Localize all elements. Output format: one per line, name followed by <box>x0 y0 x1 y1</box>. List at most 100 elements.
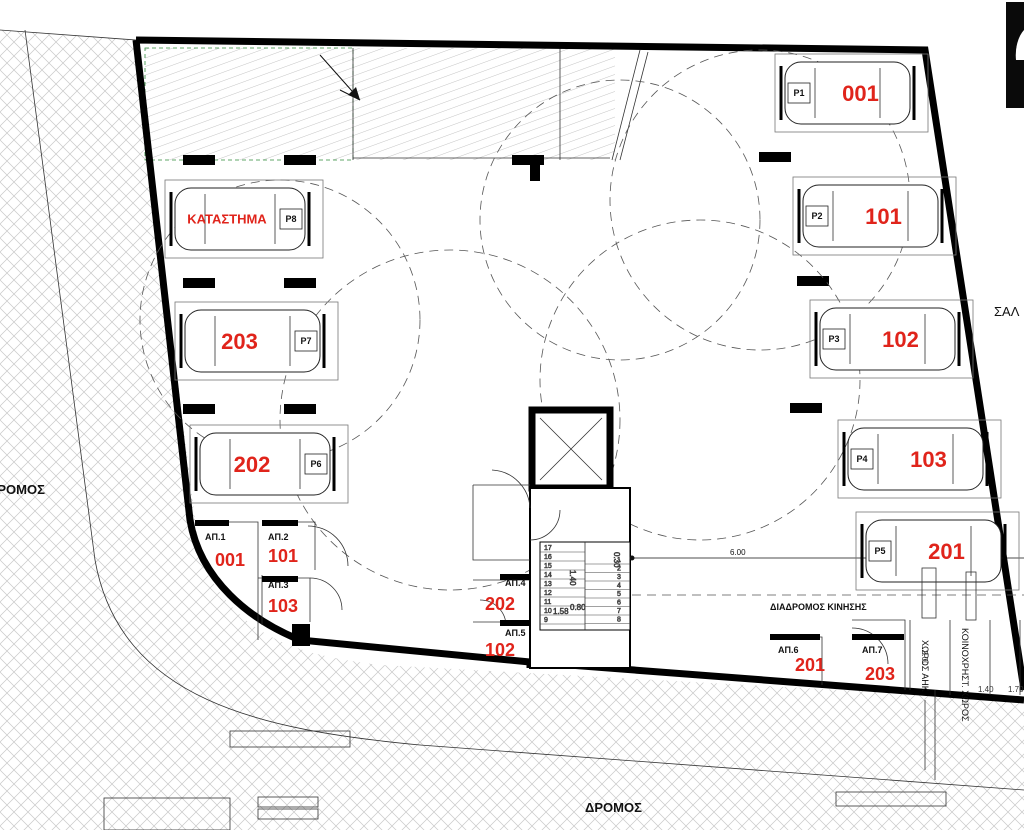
space-owner-label: 102 <box>882 327 919 352</box>
storage-owner-label: 001 <box>215 550 245 570</box>
ramp-area <box>145 48 615 160</box>
bay-marker <box>842 432 989 486</box>
car-windshield <box>877 434 954 484</box>
car-windshield <box>814 68 881 118</box>
parking-bay <box>774 53 929 133</box>
space-owner-label: 203 <box>221 329 258 354</box>
car-outline <box>802 184 939 248</box>
space-code-box <box>805 205 829 227</box>
bay-marker <box>779 66 916 120</box>
space-code: P4 <box>856 454 867 464</box>
bay-marker <box>169 192 311 246</box>
parking-bay <box>174 301 339 381</box>
space-code: P6 <box>310 459 321 469</box>
street-label-bottom: ΔΡΟΜΟΣ <box>585 800 642 815</box>
step-number: 5 <box>617 591 621 598</box>
parking-space: P3 102 <box>809 299 974 379</box>
storage-code: ΑΠ.4 <box>505 578 526 588</box>
storage-room: ΑΠ.4 202 <box>485 578 526 614</box>
parking-space: P7 203 <box>174 301 339 381</box>
step-number: 6 <box>617 600 621 607</box>
parking-space: P1 001 <box>774 53 929 133</box>
storage-owner-label: 203 <box>865 664 895 684</box>
aisle-dimension: 6.00 <box>730 548 746 557</box>
step-number: 9 <box>544 617 548 624</box>
space-owner-label: 101 <box>865 204 902 229</box>
storage-room: ΑΠ.1 001 <box>205 532 245 570</box>
road-element <box>835 791 947 807</box>
room-dimension: 1.70 <box>1008 685 1024 694</box>
space-owner-label: 001 <box>842 81 879 106</box>
parking-bay <box>855 511 1020 591</box>
space-code-box <box>304 453 328 475</box>
car-windshield <box>849 314 926 364</box>
storage-code: ΑΠ.1 <box>205 532 226 542</box>
car-outline <box>174 187 306 251</box>
step-number: 15 <box>544 563 552 570</box>
storage-code: ΑΠ.2 <box>268 532 289 542</box>
room-dimension: 1.40 <box>978 685 994 694</box>
sidewalk-hatch <box>0 30 1024 830</box>
parking-space: P5 201 <box>855 511 1020 591</box>
space-code: P3 <box>828 334 839 344</box>
storage-code: ΑΠ.3 <box>268 580 289 590</box>
bay-marker <box>194 437 336 491</box>
space-code-box <box>850 448 874 470</box>
step-number: 13 <box>544 581 552 588</box>
storage-owner-label: 101 <box>268 546 298 566</box>
storage-code: ΑΠ.7 <box>862 645 883 655</box>
step-number: 7 <box>617 608 621 615</box>
stair-dimension: 0.80 <box>570 603 586 612</box>
car-outline <box>865 519 1002 583</box>
storage-room: ΑΠ.7 203 <box>862 645 895 684</box>
space-code-box <box>294 330 318 352</box>
car-windshield <box>895 526 972 576</box>
bay-marker <box>860 524 1007 578</box>
road-edge-curve <box>24 29 1024 791</box>
street-label-top-left: ΔΡΟΜΟΣ <box>0 482 45 497</box>
storage-code: ΑΠ.6 <box>778 645 799 655</box>
step-number: 17 <box>544 545 552 552</box>
aisle-label: ΔΙΑΔΡΟΜΟΣ ΚΙΝΗΣΗΣ <box>770 602 867 612</box>
storage-rooms <box>195 521 1021 780</box>
space-code: P5 <box>874 546 885 556</box>
step-number: 3 <box>617 574 621 581</box>
parking-bay <box>809 299 974 379</box>
space-owner-label: ΚΑΤΑΣΤΗΜΑ <box>187 212 267 227</box>
space-code: P1 <box>793 88 804 98</box>
step-number: 11 <box>544 599 551 606</box>
storage-owner-label: 202 <box>485 594 515 614</box>
step-number: 14 <box>544 572 552 579</box>
car-outline <box>784 61 911 125</box>
road-element <box>257 796 319 808</box>
parking-space: P4 103 <box>837 419 1002 499</box>
road-element <box>257 808 319 820</box>
step-number: 10 <box>544 608 552 615</box>
car-outline <box>199 432 331 496</box>
car-windshield <box>229 439 301 489</box>
space-code-box <box>868 540 892 562</box>
road-element <box>103 797 231 830</box>
parking-bay <box>792 176 957 256</box>
storage-code: ΑΠ.5 <box>505 628 526 638</box>
stair-dimension: 0.30 <box>612 552 621 568</box>
car-outline <box>184 309 321 373</box>
space-owner-label: 201 <box>928 539 965 564</box>
right-edge-label: ΣΑΛ <box>994 304 1020 319</box>
step-number: 8 <box>617 617 621 624</box>
car-windshield <box>832 191 909 241</box>
space-code-box <box>279 208 303 230</box>
logo <box>1006 2 1024 108</box>
step-number: 1 <box>617 557 621 564</box>
car-outline <box>819 307 956 371</box>
space-code: P7 <box>300 336 311 346</box>
bay-marker <box>179 314 326 368</box>
space-owner-label: 103 <box>910 447 947 472</box>
